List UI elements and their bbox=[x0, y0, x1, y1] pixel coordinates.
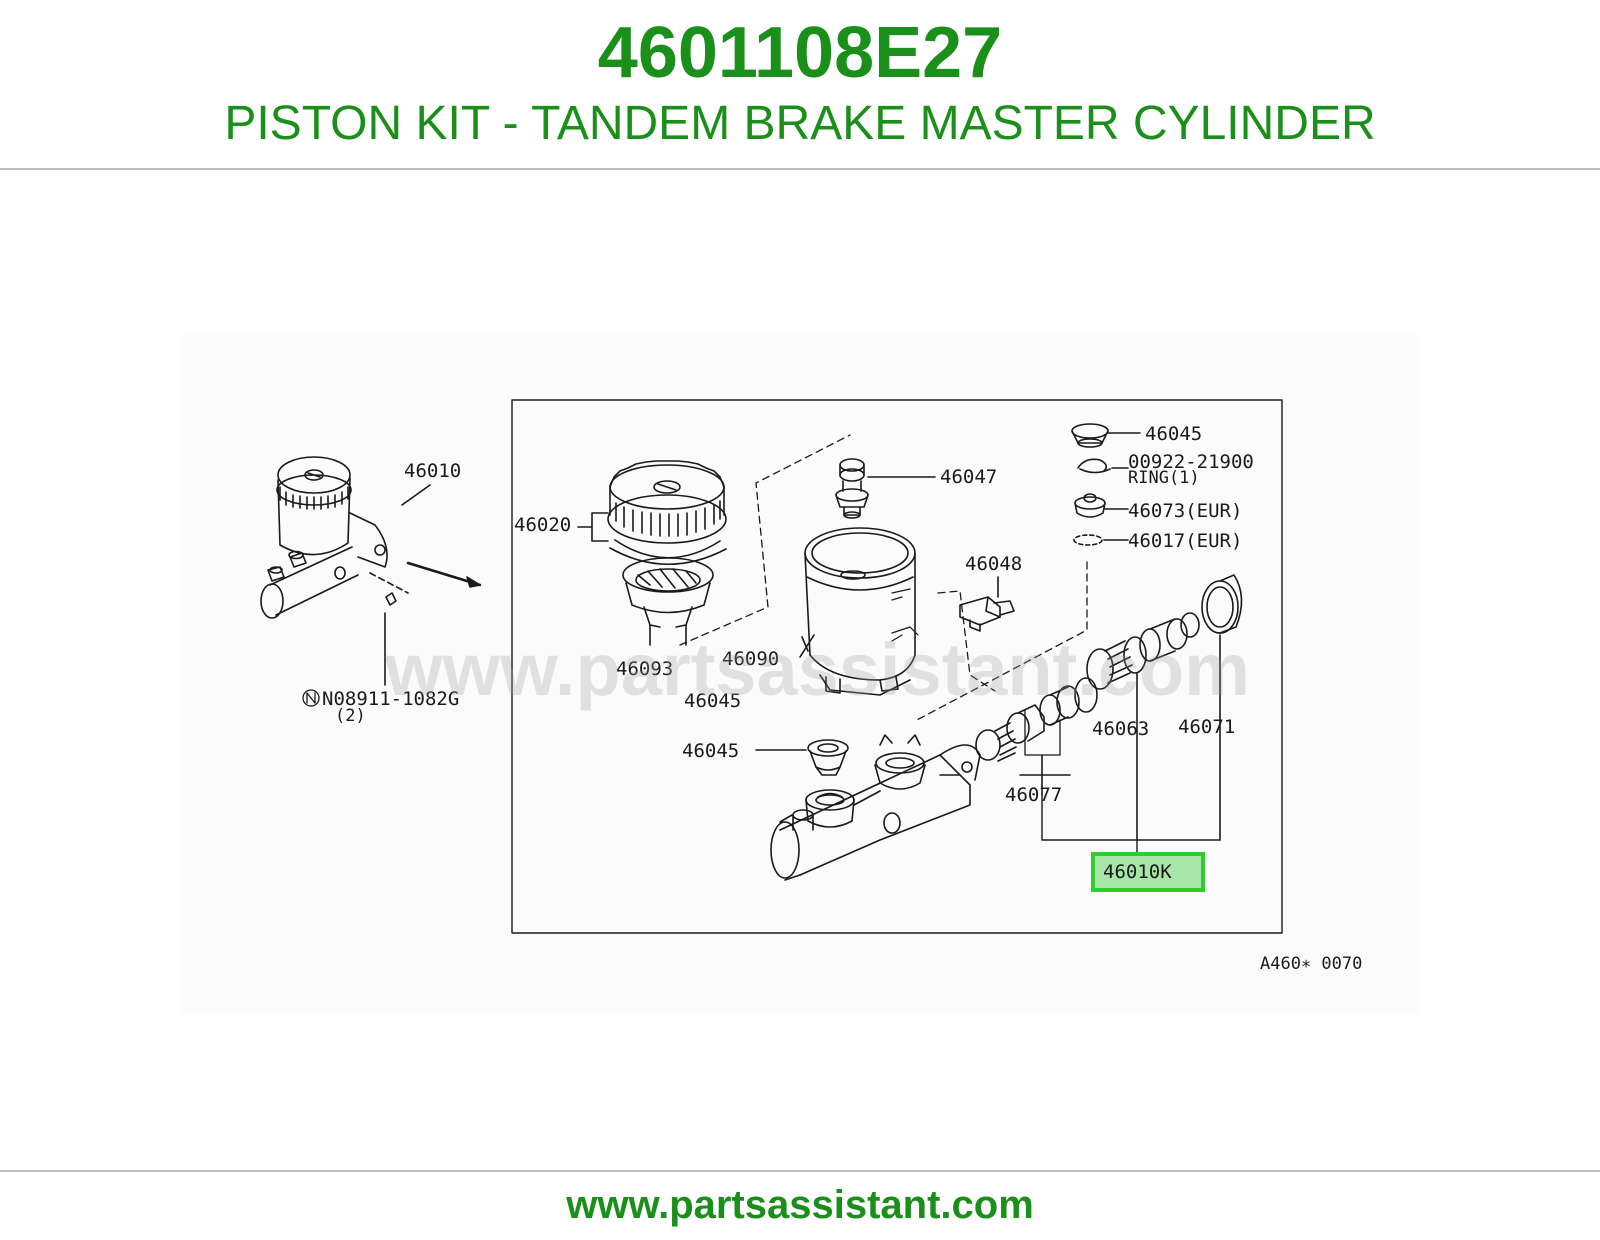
watermark: www.partsassistant.com bbox=[384, 628, 1250, 711]
hose-connector bbox=[959, 576, 1015, 632]
part-number-title: 4601108E27 bbox=[597, 13, 1003, 93]
label-assembly-left: 46010 bbox=[404, 460, 461, 482]
label-connector: 46048 bbox=[965, 553, 1022, 575]
label-grommet-under-seal: 46045 bbox=[684, 690, 741, 712]
master-cylinder-body bbox=[770, 734, 981, 881]
label-strainer: 46047 bbox=[940, 466, 997, 488]
reservoir bbox=[799, 527, 919, 696]
label-secondary-piston: 46077 bbox=[1005, 784, 1062, 806]
label-part-46073: 46073(EUR) bbox=[1128, 500, 1242, 522]
reservoir-seal bbox=[622, 557, 714, 646]
grommet-left bbox=[755, 739, 849, 776]
exploded-view-frame bbox=[511, 399, 1283, 934]
footer-url[interactable]: www.partsassistant.com bbox=[566, 1183, 1034, 1227]
master-cylinder-assembly-small bbox=[260, 456, 482, 707]
piston-cup bbox=[1201, 574, 1243, 841]
header-divider bbox=[0, 168, 1600, 170]
reservoir-cap bbox=[607, 460, 727, 566]
valve-46073 bbox=[1074, 493, 1129, 518]
secondary-piston bbox=[975, 677, 1098, 796]
parts-diagram-svg: 46010K 46010 N08911-1082G (2) 46020 4609… bbox=[260, 399, 1362, 974]
label-ring-note: RING(1) bbox=[1128, 468, 1200, 488]
snap-ring bbox=[1077, 458, 1129, 474]
grommet-top-right bbox=[1071, 423, 1141, 448]
label-bolt-qty: (2) bbox=[335, 706, 366, 726]
primary-piston bbox=[1086, 612, 1200, 841]
part-description-title: PISTON KIT - TANDEM BRAKE MASTER CYLINDE… bbox=[224, 97, 1376, 150]
label-piston-kit: 46010K bbox=[1103, 861, 1172, 883]
footer-divider bbox=[0, 1170, 1600, 1172]
label-grommet-top-right: 46045 bbox=[1145, 423, 1202, 445]
label-reservoir: 46090 bbox=[722, 648, 779, 670]
label-cap-group: 46020 bbox=[514, 514, 571, 536]
label-figure-code: A460∗ 0070 bbox=[1260, 954, 1362, 974]
label-grommet-left: 46045 bbox=[682, 740, 739, 762]
label-primary-piston: 46063 bbox=[1092, 718, 1149, 740]
label-bolt-ref: N08911-1082G bbox=[322, 688, 459, 710]
label-part-46017: 46017(EUR) bbox=[1128, 530, 1242, 552]
piston-kit-highlight bbox=[1091, 852, 1205, 892]
label-seal-lower: 46093 bbox=[616, 658, 673, 680]
label-ring-code: 00922-21900 bbox=[1128, 451, 1254, 473]
strainer bbox=[835, 458, 936, 519]
o-ring-46017 bbox=[1073, 534, 1129, 546]
parts-diagram: 46010K 46010 N08911-1082G (2) 46020 4609… bbox=[180, 335, 1420, 1015]
label-cup: 46071 bbox=[1178, 716, 1235, 738]
page-header: 4601108E27 PISTON KIT - TANDEM BRAKE MAS… bbox=[0, 0, 1600, 170]
